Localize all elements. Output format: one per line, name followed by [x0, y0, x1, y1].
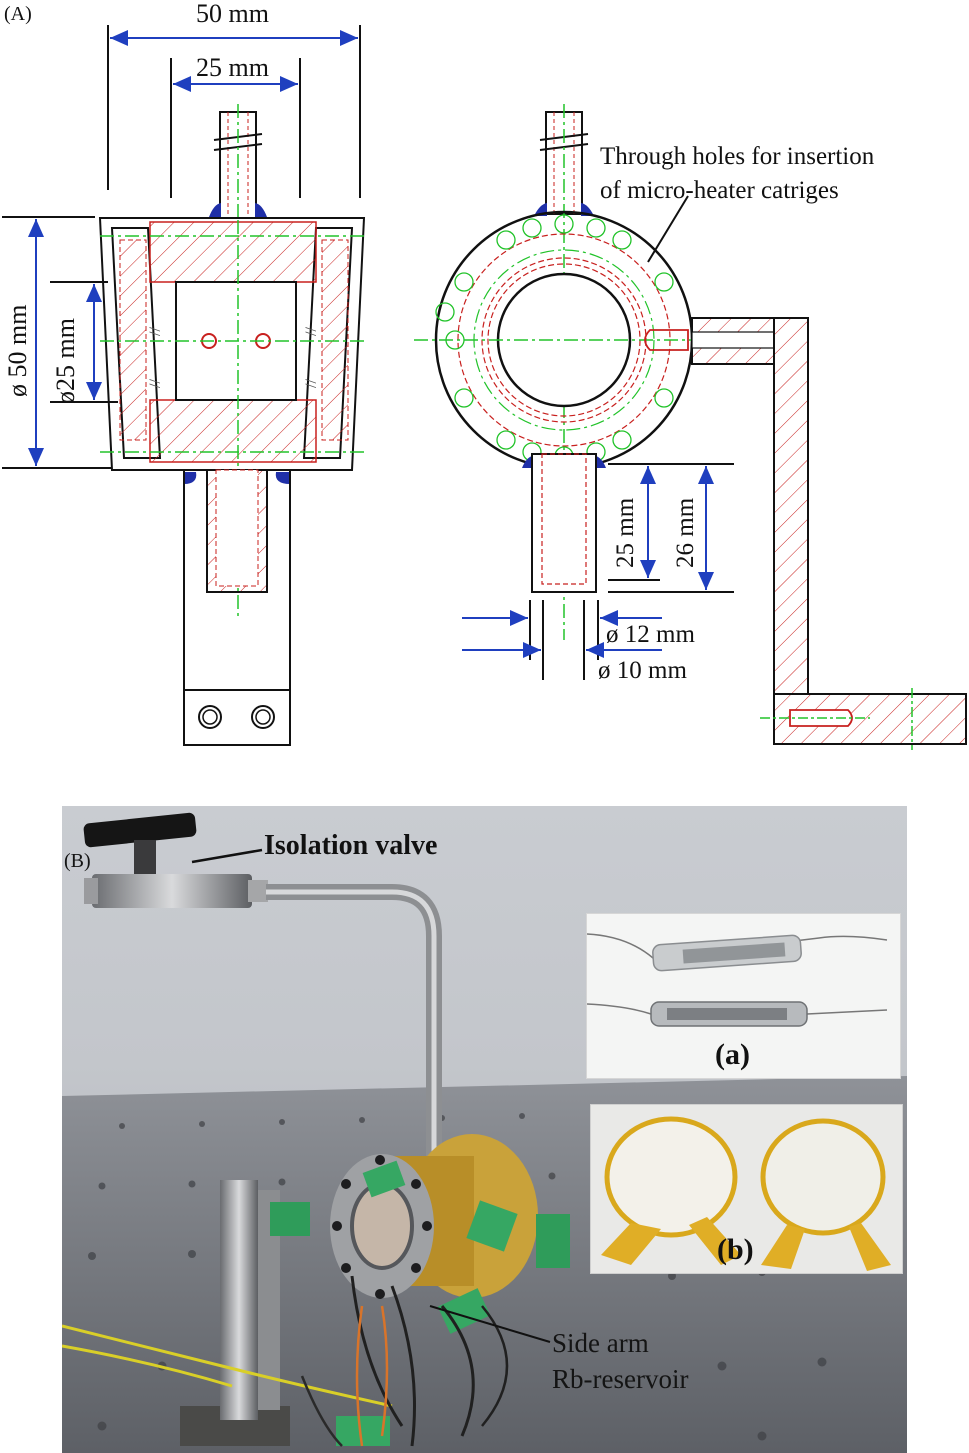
note-heater-holes-line2: of micro-heater catriges	[600, 177, 839, 204]
cell-front-view	[414, 104, 734, 680]
dim-25mm-top: 25 mm	[196, 53, 269, 82]
dim-phi10: ø 10 mm	[598, 657, 687, 684]
inset-a-svg	[586, 933, 888, 1027]
inset-b-svg	[601, 1116, 891, 1271]
inset-heater-cartridges: (a)	[586, 913, 901, 1079]
side-arm-label-line2: Rb-reservoir	[552, 1364, 689, 1394]
panel-a-label: (A)	[4, 3, 32, 25]
inset-a-label: (a)	[715, 1038, 750, 1071]
dim-phi12: ø 12 mm	[606, 621, 695, 648]
svg-text://: //	[147, 379, 164, 388]
dim-phi50-left: ø 50 mm	[3, 305, 32, 397]
side-arm-label-line1: Side arm	[552, 1328, 649, 1358]
inset-heater-rings: (b)	[590, 1104, 903, 1274]
note-leader	[647, 195, 689, 263]
svg-text://: //	[303, 379, 320, 388]
panel-b-label: (B)	[64, 850, 91, 872]
note-heater-holes-line1: Through holes for insertion	[600, 143, 875, 170]
isolation-valve-label: Isolation valve	[264, 830, 438, 861]
technical-drawing-svg: (A) // // // //	[2, 0, 967, 750]
svg-text://: //	[303, 327, 320, 336]
svg-text://: //	[147, 327, 164, 336]
dim-phi25-left: ø25 mm	[51, 318, 80, 404]
technical-drawing-panel: (A) // // // //	[2, 0, 967, 750]
photo-panel: (B) Isolation valve (a) (b) Side arm Rb-…	[62, 806, 907, 1453]
dim-26mm-arm: 26 mm	[672, 497, 699, 568]
dim-25mm-arm: 25 mm	[612, 497, 639, 568]
side-arm-bracket	[691, 317, 967, 750]
inset-b-label: (b)	[717, 1233, 754, 1266]
cell-side-view: // // // //	[2, 25, 368, 746]
dim-50mm-top: 50 mm	[196, 0, 269, 28]
